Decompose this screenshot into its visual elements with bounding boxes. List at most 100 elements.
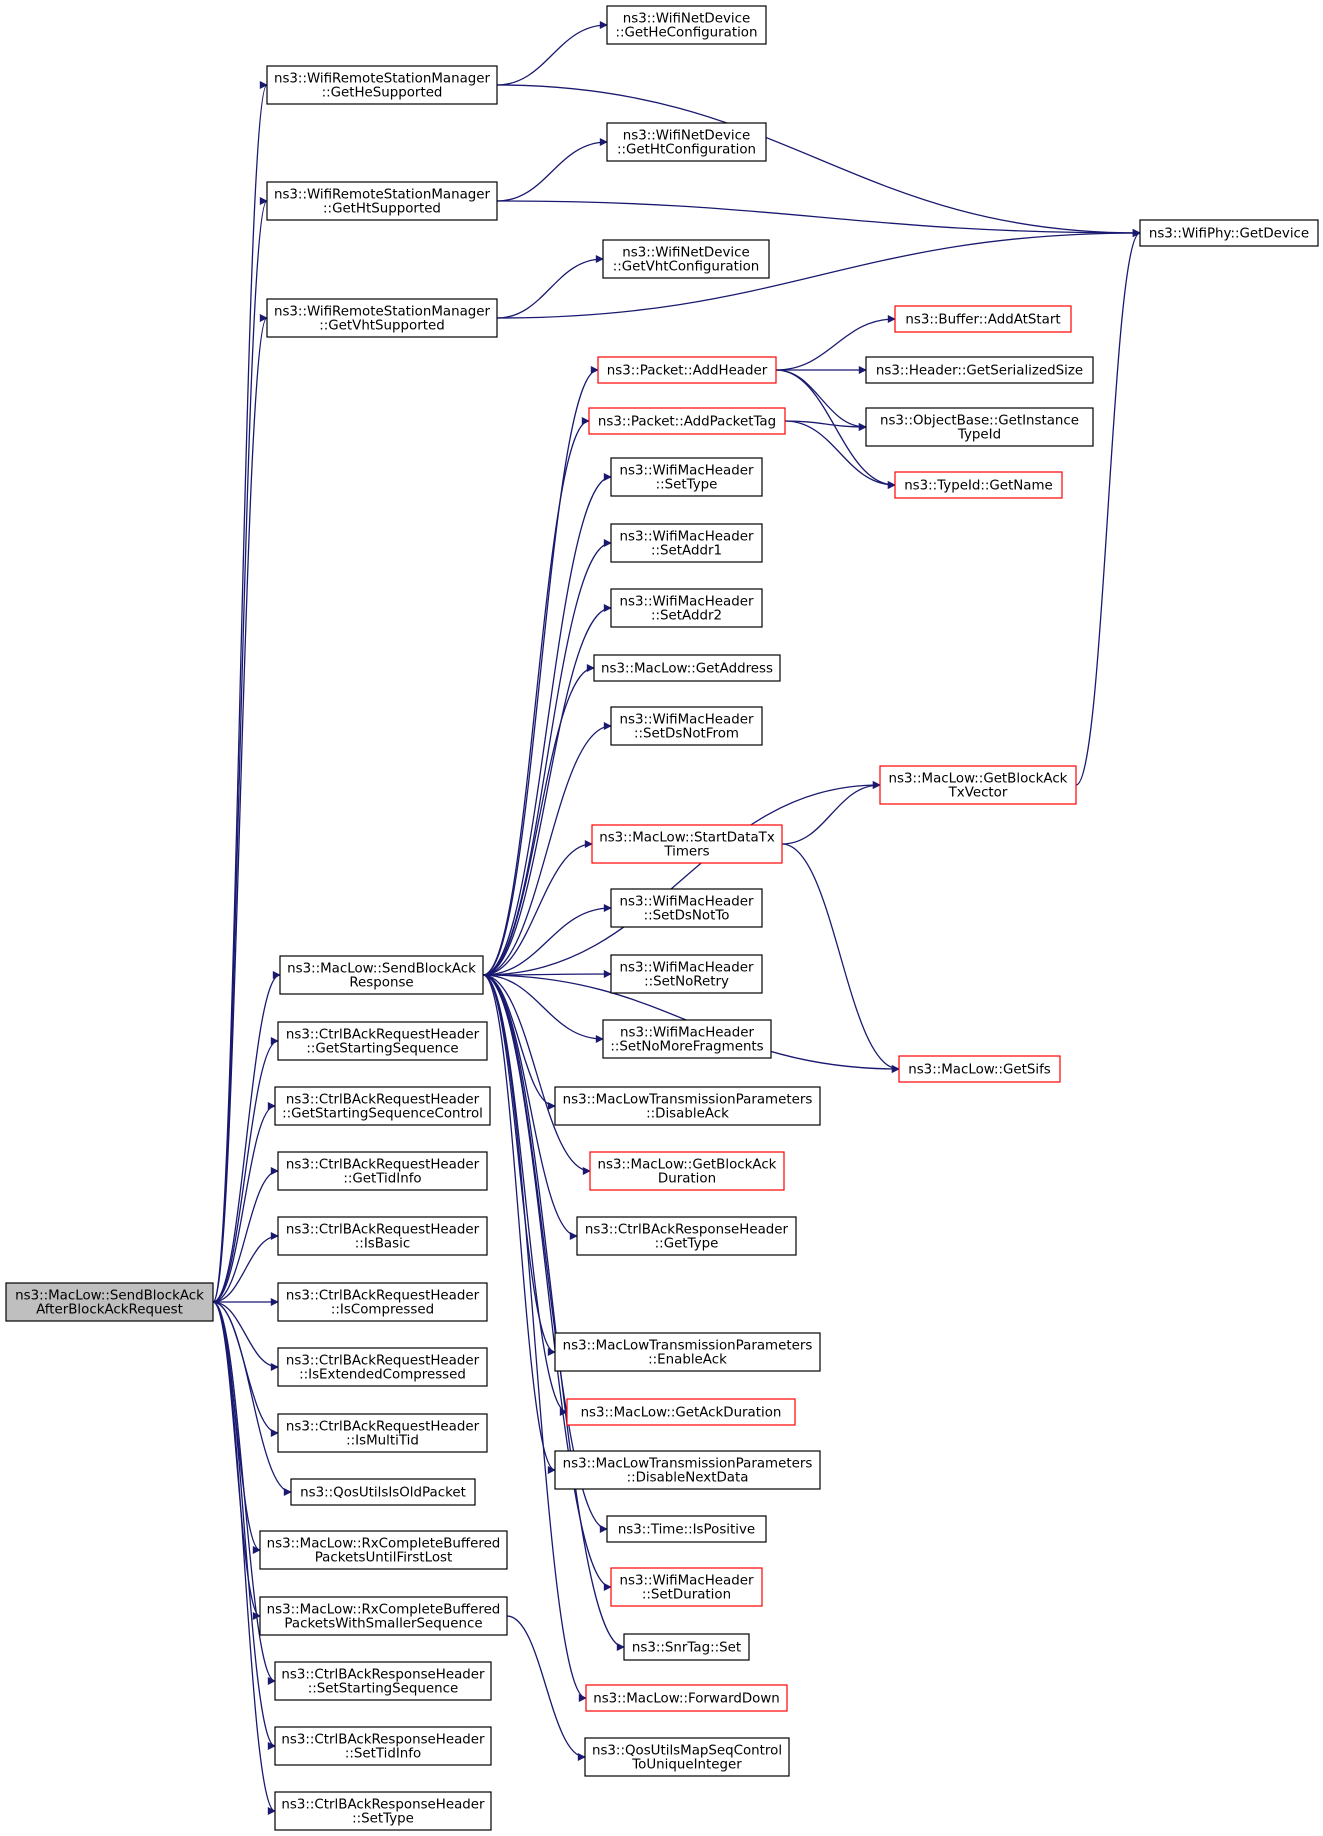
node-addHeader-box bbox=[597, 356, 777, 384]
node-setType-label-0: ns3::WifiMacHeader bbox=[620, 464, 754, 479]
node-reqTidInfo[interactable]: ns3::CtrlBAckRequestHeader::GetTidInfo bbox=[277, 1151, 488, 1191]
node-qosMap[interactable]: ns3::QosUtilsMapSeqControlToUniqueIntege… bbox=[584, 1737, 790, 1777]
node-fwdDown-box bbox=[585, 1684, 788, 1712]
node-setNoRetry-label-1: ::SetNoRetry bbox=[644, 975, 729, 990]
node-setType-box bbox=[610, 457, 763, 497]
node-baTxVector-box bbox=[879, 765, 1077, 805]
node-respGetType[interactable]: ns3::CtrlBAckResponseHeader::GetType bbox=[576, 1216, 797, 1256]
node-rxSmaller-label-1: PacketsWithSmallerSequence bbox=[284, 1617, 482, 1632]
node-setDsNotTo[interactable]: ns3::WifiMacHeader::SetDsNotTo bbox=[610, 888, 763, 928]
node-setType[interactable]: ns3::WifiMacHeader::SetType bbox=[610, 457, 763, 497]
node-ackDuration[interactable]: ns3::MacLow::GetAckDuration bbox=[566, 1398, 796, 1426]
node-snrSet[interactable]: ns3::SnrTag::Set bbox=[623, 1633, 750, 1661]
node-setNoMoreFrag[interactable]: ns3::WifiMacHeader::SetNoMoreFragments bbox=[602, 1019, 772, 1059]
node-htSup[interactable]: ns3::WifiRemoteStationManager::GetHtSupp… bbox=[266, 181, 498, 221]
node-addPktTag[interactable]: ns3::Packet::AddPacketTag bbox=[588, 407, 786, 435]
node-addPktTag-label-0: ns3::Packet::AddPacketTag bbox=[598, 415, 776, 430]
node-heConf-label-0: ns3::WifiNetDevice bbox=[623, 12, 750, 27]
node-startTimers-box bbox=[591, 824, 783, 864]
node-vhtConf-label-1: ::GetVhtConfiguration bbox=[613, 260, 760, 275]
edge-root-to-reqTidInfo bbox=[212, 1167, 279, 1303]
node-heSup[interactable]: ns3::WifiRemoteStationManager::GetHeSupp… bbox=[266, 65, 498, 105]
node-enableAck[interactable]: ns3::MacLowTransmissionParameters::Enabl… bbox=[554, 1332, 821, 1372]
node-heSup-label-0: ns3::WifiRemoteStationManager bbox=[274, 72, 491, 87]
edge-startTimers-to-getSifs bbox=[781, 843, 900, 1073]
node-setAddr1[interactable]: ns3::WifiMacHeader::SetAddr1 bbox=[610, 523, 763, 563]
node-addPktTag-box bbox=[588, 407, 786, 435]
node-getDevice-label-0: ns3::WifiPhy::GetDevice bbox=[1149, 227, 1309, 242]
node-setDsNotFrom[interactable]: ns3::WifiMacHeader::SetDsNotFrom bbox=[610, 706, 763, 746]
node-fwdDown-label-0: ns3::MacLow::ForwardDown bbox=[593, 1692, 780, 1707]
node-reqIsBasic-label-1: ::IsBasic bbox=[355, 1237, 410, 1252]
node-reqIsMulti[interactable]: ns3::CtrlBAckRequestHeader::IsMultiTid bbox=[277, 1413, 488, 1453]
node-setDuration[interactable]: ns3::WifiMacHeader::SetDuration bbox=[610, 1567, 763, 1607]
node-respSetTid[interactable]: ns3::CtrlBAckResponseHeader::SetTidInfo bbox=[274, 1726, 492, 1766]
node-serSize[interactable]: ns3::Header::GetSerializedSize bbox=[865, 356, 1094, 384]
node-setDuration-label-0: ns3::WifiMacHeader bbox=[620, 1574, 754, 1589]
node-heSup-box bbox=[266, 65, 498, 105]
node-respSetType-label-0: ns3::CtrlBAckResponseHeader bbox=[281, 1798, 485, 1813]
node-addAtStart[interactable]: ns3::Buffer::AddAtStart bbox=[894, 305, 1072, 333]
node-baDuration-label-0: ns3::MacLow::GetBlockAck bbox=[598, 1158, 777, 1173]
node-isPositive-box bbox=[606, 1515, 767, 1543]
node-heConf-label-1: ::GetHeConfiguration bbox=[615, 26, 757, 41]
node-vhtConf[interactable]: ns3::WifiNetDevice::GetVhtConfiguration bbox=[602, 239, 770, 279]
node-vhtSup[interactable]: ns3::WifiRemoteStationManager::GetVhtSup… bbox=[266, 298, 498, 338]
node-rxSmaller[interactable]: ns3::MacLow::RxCompleteBufferedPacketsWi… bbox=[259, 1596, 508, 1636]
node-qosOld-label-0: ns3::QosUtilsIsOldPacket bbox=[300, 1486, 466, 1501]
node-respSetStart-box bbox=[274, 1661, 492, 1701]
node-disableNext-box bbox=[554, 1450, 821, 1490]
node-enableAck-label-0: ns3::MacLowTransmissionParameters bbox=[563, 1339, 813, 1354]
node-qosOld[interactable]: ns3::QosUtilsIsOldPacket bbox=[290, 1478, 476, 1506]
node-addHeader[interactable]: ns3::Packet::AddHeader bbox=[597, 356, 777, 384]
node-htConf[interactable]: ns3::WifiNetDevice::GetHtConfiguration bbox=[606, 122, 767, 162]
node-getDevice[interactable]: ns3::WifiPhy::GetDevice bbox=[1139, 219, 1319, 247]
edge-htSup-to-getDevice bbox=[496, 200, 1141, 237]
node-disableAck[interactable]: ns3::MacLowTransmissionParameters::Disab… bbox=[554, 1086, 821, 1126]
node-isPositive[interactable]: ns3::Time::IsPositive bbox=[606, 1515, 767, 1543]
edge-root-to-vhtSup bbox=[212, 314, 268, 1303]
node-setAddr1-label-0: ns3::WifiMacHeader bbox=[620, 530, 754, 545]
node-reqIsMulti-label-1: ::IsMultiTid bbox=[346, 1434, 419, 1449]
node-reqIsComp[interactable]: ns3::CtrlBAckRequestHeader::IsCompressed bbox=[277, 1282, 488, 1322]
edge-root-to-heSup bbox=[212, 81, 268, 1303]
node-disableNext[interactable]: ns3::MacLowTransmissionParameters::Disab… bbox=[554, 1450, 821, 1490]
node-respSetType-box bbox=[274, 1791, 492, 1831]
node-respSetStart[interactable]: ns3::CtrlBAckResponseHeader::SetStarting… bbox=[274, 1661, 492, 1701]
node-setDuration-label-1: ::SetDuration bbox=[642, 1588, 731, 1603]
edge-heSup-to-heConf bbox=[496, 21, 608, 86]
node-disableAck-label-0: ns3::MacLowTransmissionParameters bbox=[563, 1093, 813, 1108]
edge-sendBA-to-snrSet bbox=[482, 974, 625, 1651]
node-fwdDown[interactable]: ns3::MacLow::ForwardDown bbox=[585, 1684, 788, 1712]
node-getSifs[interactable]: ns3::MacLow::GetSifs bbox=[898, 1055, 1061, 1083]
node-setDsNotFrom-label-0: ns3::WifiMacHeader bbox=[620, 713, 754, 728]
node-respSetType[interactable]: ns3::CtrlBAckResponseHeader::SetType bbox=[274, 1791, 492, 1831]
node-rxFirstLost[interactable]: ns3::MacLow::RxCompleteBufferedPacketsUn… bbox=[259, 1530, 508, 1570]
node-root[interactable]: ns3::MacLow::SendBlockAckAfterBlockAckRe… bbox=[5, 1282, 214, 1322]
node-reqStartSeqCtl[interactable]: ns3::CtrlBAckRequestHeader::GetStartingS… bbox=[274, 1086, 491, 1126]
node-setNoRetry[interactable]: ns3::WifiMacHeader::SetNoRetry bbox=[610, 954, 763, 994]
node-disableNext-label-1: ::DisableNextData bbox=[627, 1471, 749, 1486]
node-reqIsExtComp[interactable]: ns3::CtrlBAckRequestHeader::IsExtendedCo… bbox=[277, 1347, 488, 1387]
node-typeIdName[interactable]: ns3::TypeId::GetName bbox=[894, 471, 1063, 499]
node-addAtStart-label-0: ns3::Buffer::AddAtStart bbox=[905, 313, 1060, 328]
node-reqStartSeqCtl-box bbox=[274, 1086, 491, 1126]
node-enableAck-label-1: ::EnableAck bbox=[648, 1353, 727, 1368]
node-heConf-box bbox=[606, 5, 767, 45]
edge-sendBA-to-enableAck bbox=[482, 974, 556, 1356]
node-heConf[interactable]: ns3::WifiNetDevice::GetHeConfiguration bbox=[606, 5, 767, 45]
node-setNoMoreFrag-label-1: ::SetNoMoreFragments bbox=[610, 1040, 763, 1055]
node-heSup-label-1: ::GetHeSupported bbox=[322, 86, 443, 101]
node-getAddress[interactable]: ns3::MacLow::GetAddress bbox=[593, 654, 781, 682]
node-reqIsBasic[interactable]: ns3::CtrlBAckRequestHeader::IsBasic bbox=[277, 1216, 488, 1256]
edge-root-to-reqIsExtComp bbox=[212, 1301, 279, 1371]
node-setAddr2[interactable]: ns3::WifiMacHeader::SetAddr2 bbox=[610, 588, 763, 628]
edge-sendBA-to-startTimers bbox=[482, 840, 593, 976]
node-reqStartSeq[interactable]: ns3::CtrlBAckRequestHeader::GetStartingS… bbox=[277, 1021, 488, 1061]
